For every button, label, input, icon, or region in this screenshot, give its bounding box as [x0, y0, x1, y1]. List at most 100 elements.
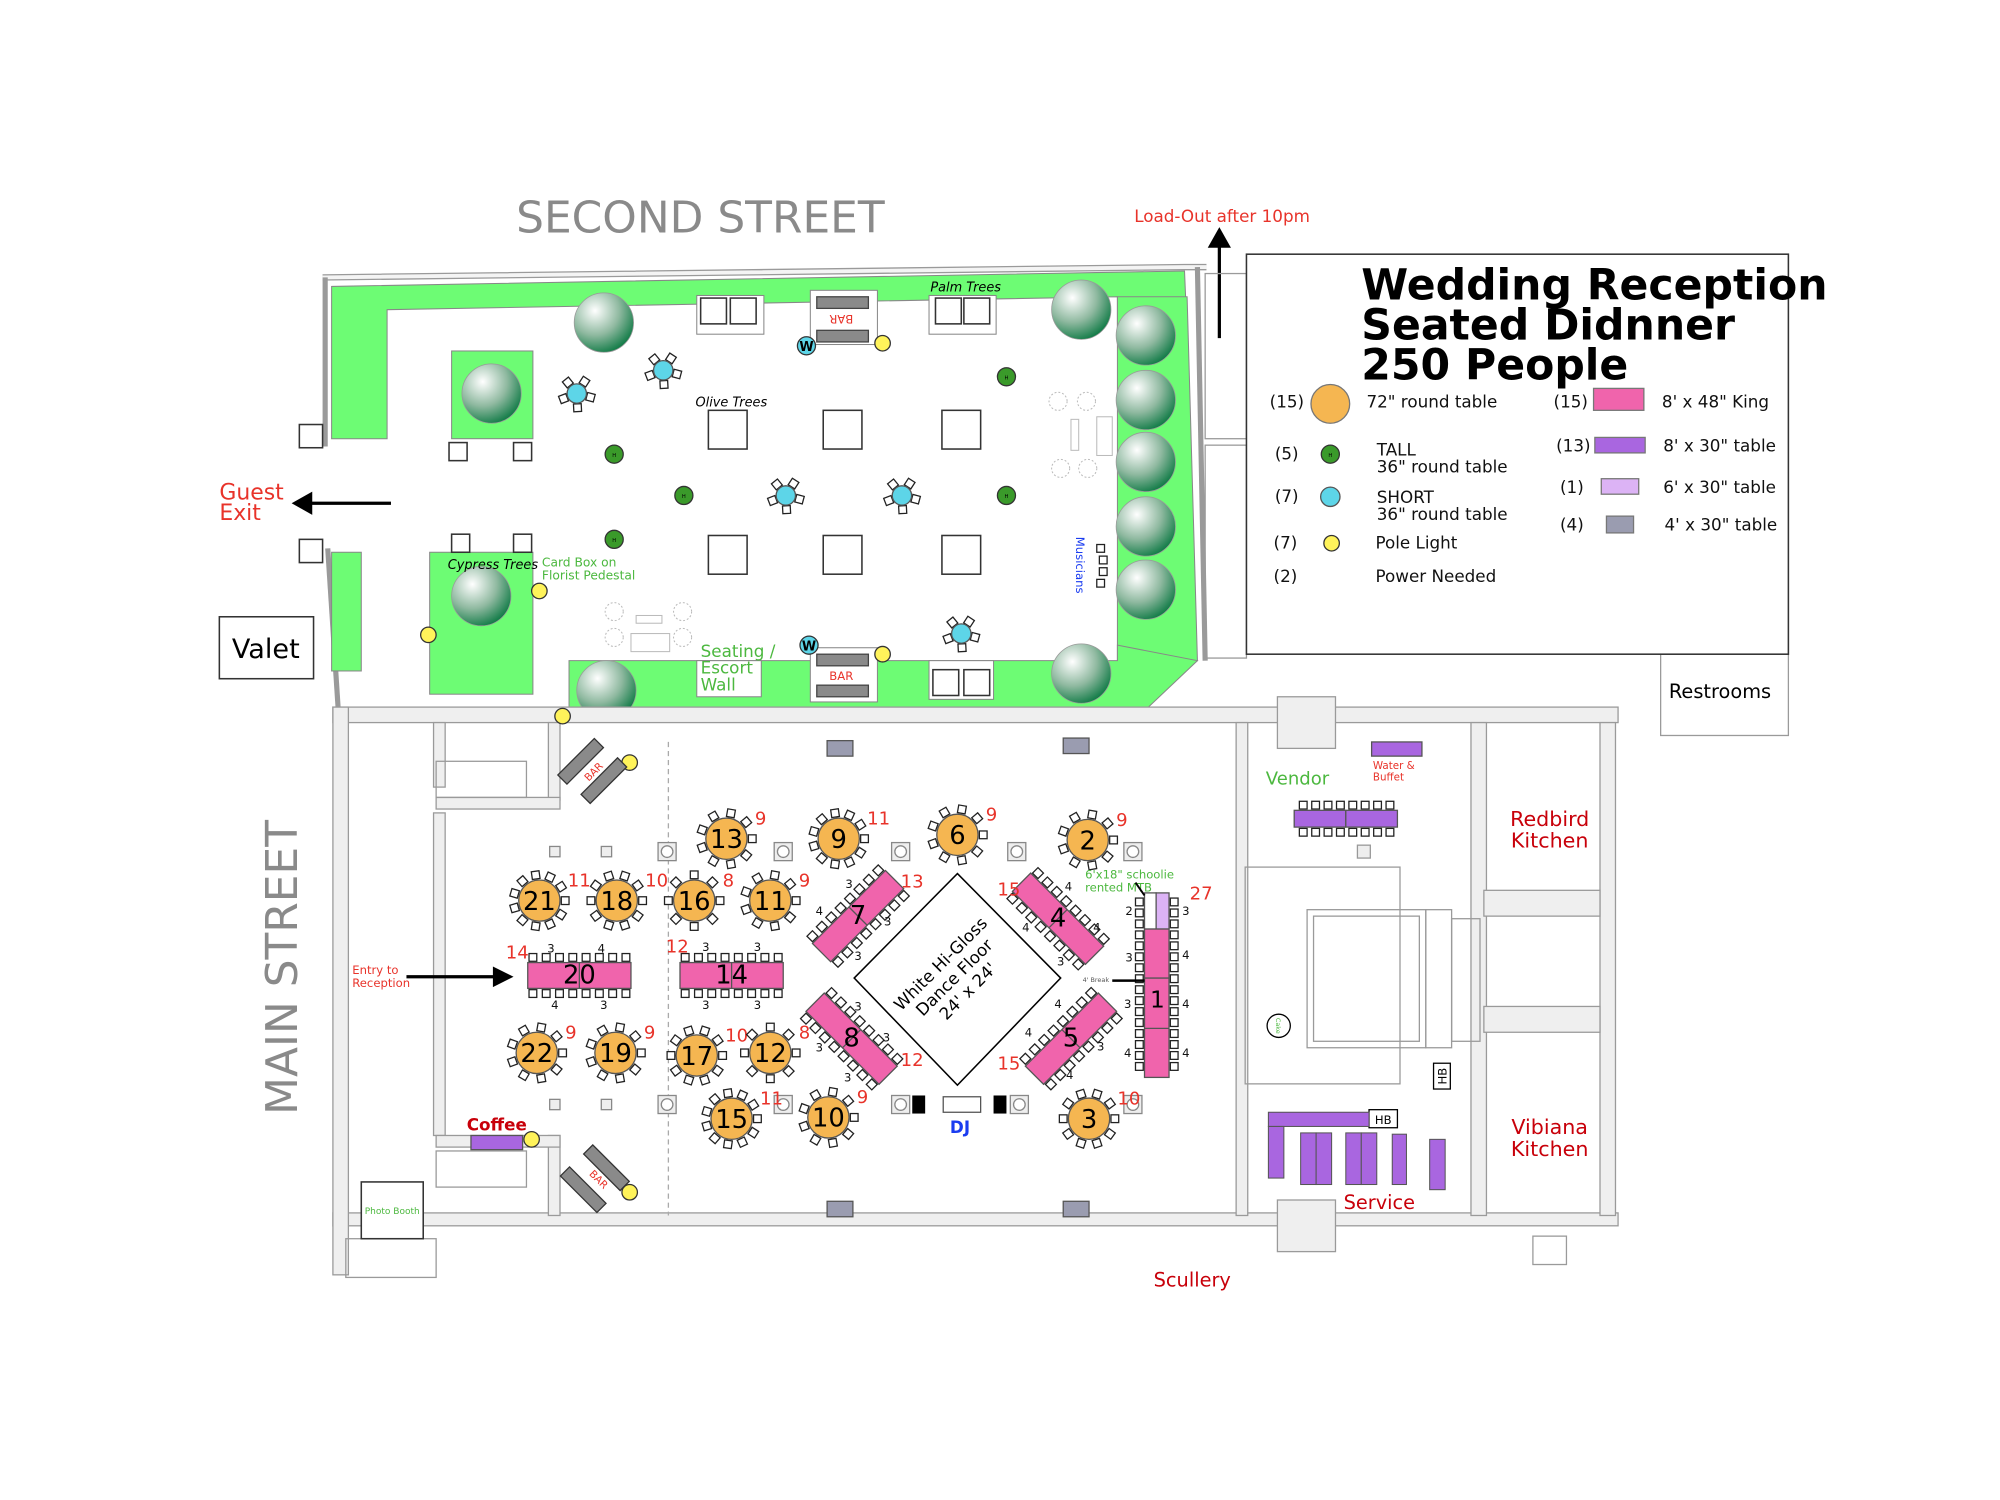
chair — [680, 989, 690, 999]
chair — [962, 615, 976, 628]
chair — [1057, 843, 1070, 855]
chair — [1047, 1024, 1060, 1037]
chair — [561, 376, 575, 389]
seat-count: 3 — [754, 940, 761, 954]
guest-count: 9 — [799, 870, 810, 891]
chair — [1072, 1049, 1086, 1063]
guest-count: 15 — [997, 879, 1020, 900]
chair — [841, 945, 854, 959]
round-table-19: 199 — [585, 1022, 655, 1084]
king-table-swatch — [1592, 387, 1645, 411]
tree-icon — [451, 566, 512, 627]
chair — [733, 989, 743, 999]
chair — [1134, 919, 1144, 929]
chair — [506, 1038, 519, 1050]
guest-count: 10 — [1117, 1089, 1140, 1110]
chair — [508, 887, 521, 899]
olive-tree-planter — [822, 534, 863, 575]
seat-count: 3 — [844, 1070, 851, 1084]
round-table-10: 109 — [798, 1086, 868, 1149]
chair — [1100, 1021, 1114, 1035]
load-out-label: Load-Out after 10pm — [1134, 206, 1310, 226]
chair — [736, 1136, 749, 1149]
pole-light-icon — [530, 582, 548, 600]
chair — [1348, 800, 1358, 810]
chair — [1311, 800, 1321, 810]
chair — [1015, 901, 1029, 915]
chair — [707, 989, 717, 999]
legend-label: Power Needed — [1375, 566, 1496, 586]
chair — [701, 1120, 713, 1132]
pillar — [773, 1094, 793, 1115]
legend-count: (4) — [1560, 514, 1584, 534]
pole-lights — [420, 334, 891, 1201]
legend-label: 8' x 30" table — [1663, 436, 1776, 456]
chair — [720, 952, 730, 962]
king-table-body — [1006, 866, 1111, 971]
guest-count: 8 — [799, 1023, 810, 1044]
round-table-top — [675, 1034, 719, 1077]
chair — [834, 996, 848, 1009]
tree-icon — [1051, 643, 1112, 704]
chair — [1024, 911, 1038, 924]
chair — [862, 1024, 876, 1038]
tall-marker: H — [1005, 494, 1009, 500]
table-4x30 — [1062, 737, 1090, 755]
chair — [1018, 1052, 1032, 1066]
schoolie-pointer — [1134, 882, 1146, 897]
chair — [554, 989, 565, 999]
chair — [853, 882, 866, 896]
vibiana-kitchen-label: Vibiana — [1511, 1115, 1588, 1139]
chair — [659, 379, 669, 390]
table-number: 20 — [563, 960, 596, 990]
guest-count: 9 — [565, 1023, 576, 1044]
table-number: 8 — [843, 1024, 859, 1054]
chair — [865, 1078, 879, 1091]
chair — [1044, 1077, 1058, 1091]
chair — [841, 1094, 855, 1108]
chair — [558, 1048, 568, 1058]
chair — [1360, 800, 1370, 810]
chair — [554, 908, 568, 921]
legend-count: (2) — [1274, 566, 1298, 586]
chair — [1169, 1029, 1179, 1039]
seat-count: 4 — [551, 998, 558, 1012]
chair — [978, 830, 988, 840]
chair — [860, 834, 870, 844]
chair — [1134, 908, 1144, 918]
seat-count: 3 — [854, 949, 861, 963]
load-out-arrow-icon — [1207, 227, 1231, 339]
cake-label: Cake — [1274, 1018, 1282, 1034]
chair — [619, 919, 631, 931]
chair — [720, 989, 730, 999]
tall-table-icon — [996, 485, 1017, 506]
valet-label: Valet — [232, 634, 300, 665]
chair — [536, 1022, 547, 1033]
chair — [1059, 894, 1073, 908]
guest-count: 10 — [725, 1025, 748, 1046]
chair — [631, 909, 644, 923]
planter — [450, 533, 471, 554]
chair — [544, 871, 557, 884]
dj-booth — [912, 1095, 1007, 1114]
chair — [1134, 963, 1144, 973]
chair — [1169, 996, 1179, 1006]
chair — [1053, 1068, 1067, 1082]
chair — [740, 1048, 750, 1058]
chair — [747, 952, 757, 962]
chair — [1091, 1137, 1103, 1149]
hb-label: HB — [1435, 1068, 1449, 1085]
round-table-top — [672, 879, 716, 922]
chair — [715, 896, 725, 906]
chair — [1069, 904, 1082, 918]
pillar — [1123, 1094, 1143, 1115]
guest-count: 11 — [760, 1089, 783, 1110]
short-table-icon — [775, 485, 797, 506]
chair — [855, 1068, 869, 1082]
chair — [585, 1055, 598, 1068]
guest-count: 15 — [997, 1054, 1020, 1075]
water-buffet-label-2: Buffet — [1373, 772, 1404, 784]
